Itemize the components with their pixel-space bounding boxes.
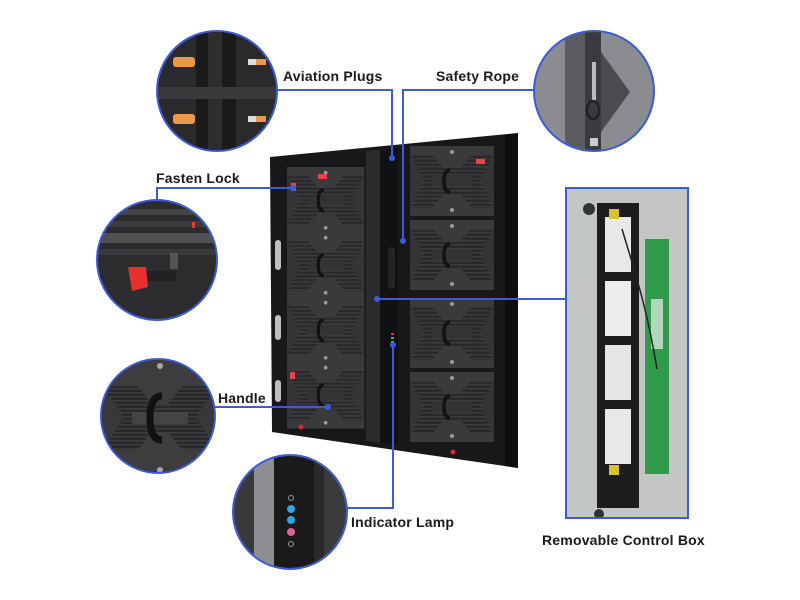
indicator-led-blue-2 <box>287 516 295 524</box>
handle-detail <box>100 358 216 474</box>
callout-label-handle: Handle <box>218 390 266 406</box>
callout-label-aviation-plugs: Aviation Plugs <box>283 68 383 84</box>
control-box-detail <box>565 187 689 519</box>
callout-lines <box>156 89 566 509</box>
fasten-lock-detail <box>96 199 218 321</box>
callout-label-indicator-lamp: Indicator Lamp <box>351 514 455 530</box>
indicator-led-blue-1 <box>287 505 295 513</box>
indicator-lamp-detail <box>232 454 348 570</box>
callout-label-control-box: Removable Control Box <box>542 532 705 548</box>
safety-rope-detail <box>533 30 655 152</box>
indicator-led-pink <box>287 528 295 536</box>
callout-label-safety-rope: Safety Rope <box>436 68 520 84</box>
aviation-plugs-detail <box>156 30 278 152</box>
callout-label-fasten-lock: Fasten Lock <box>156 170 240 186</box>
